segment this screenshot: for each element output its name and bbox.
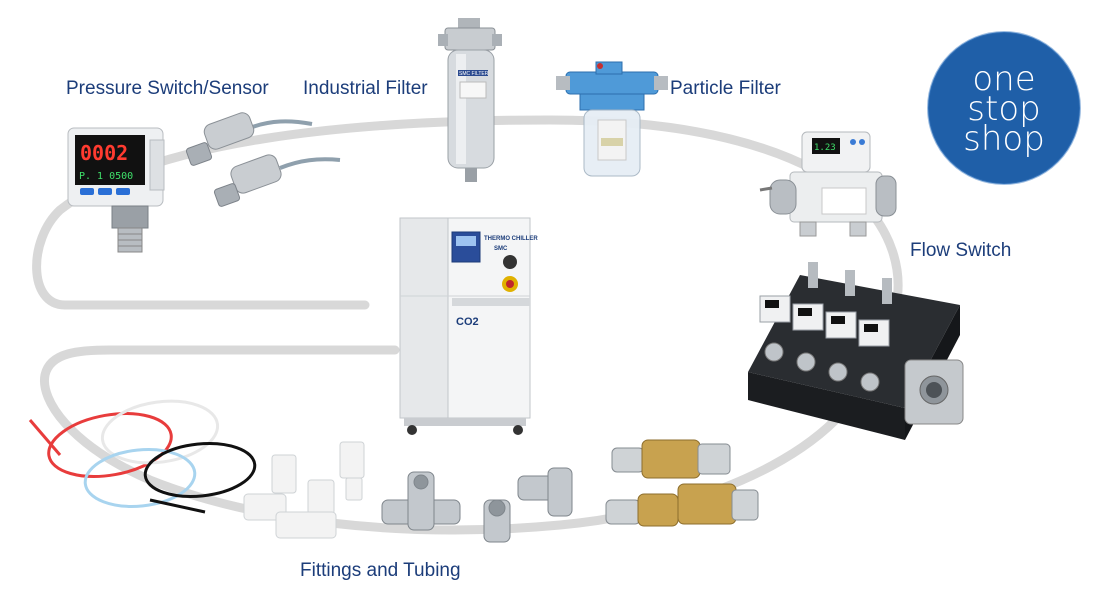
pressure-display-value: 0002 bbox=[80, 141, 128, 165]
label-flow-switch: Flow Switch bbox=[910, 240, 1012, 261]
flow-switch-manifold-device bbox=[748, 262, 964, 440]
label-pressure-switch: Pressure Switch/Sensor bbox=[66, 78, 269, 99]
pressure-switch-device: 0002 P. 1 0500 bbox=[67, 127, 165, 253]
pressure-sensor-1 bbox=[185, 112, 313, 166]
thermo-chiller-device: THERMO CHILLER SMC CO2 bbox=[399, 217, 538, 435]
logo-line-2: stop bbox=[967, 89, 1040, 129]
label-fittings-tubing: Fittings and Tubing bbox=[300, 560, 461, 581]
chiller-brand: SMC bbox=[494, 246, 508, 252]
label-industrial-filter: Industrial Filter bbox=[303, 78, 428, 99]
logo-line-3: shop bbox=[963, 119, 1045, 159]
pressure-sensor-2 bbox=[213, 154, 341, 207]
industrial-filter-device: SMC FILTER bbox=[438, 18, 502, 182]
chiller-refrigerant: CO2 bbox=[456, 316, 479, 328]
brass-couplers bbox=[605, 439, 759, 527]
metal-push-fittings bbox=[381, 467, 573, 543]
label-particle-filter: Particle Filter bbox=[670, 78, 781, 99]
svg-text:1.23: 1.23 bbox=[814, 143, 836, 153]
plastic-fittings bbox=[243, 441, 365, 539]
tubing-coils bbox=[28, 399, 257, 514]
pressure-display-row2: P. 1 0500 bbox=[79, 171, 133, 182]
chiller-title: THERMO CHILLER bbox=[484, 236, 538, 242]
particle-filter-device bbox=[556, 61, 668, 177]
industrial-filter-badge: SMC FILTER bbox=[459, 71, 489, 77]
one-stop-shop-logo: one stop shop bbox=[927, 31, 1081, 185]
logo-line-1: one bbox=[972, 59, 1035, 99]
flow-switch-device: 1.23 bbox=[759, 131, 897, 237]
